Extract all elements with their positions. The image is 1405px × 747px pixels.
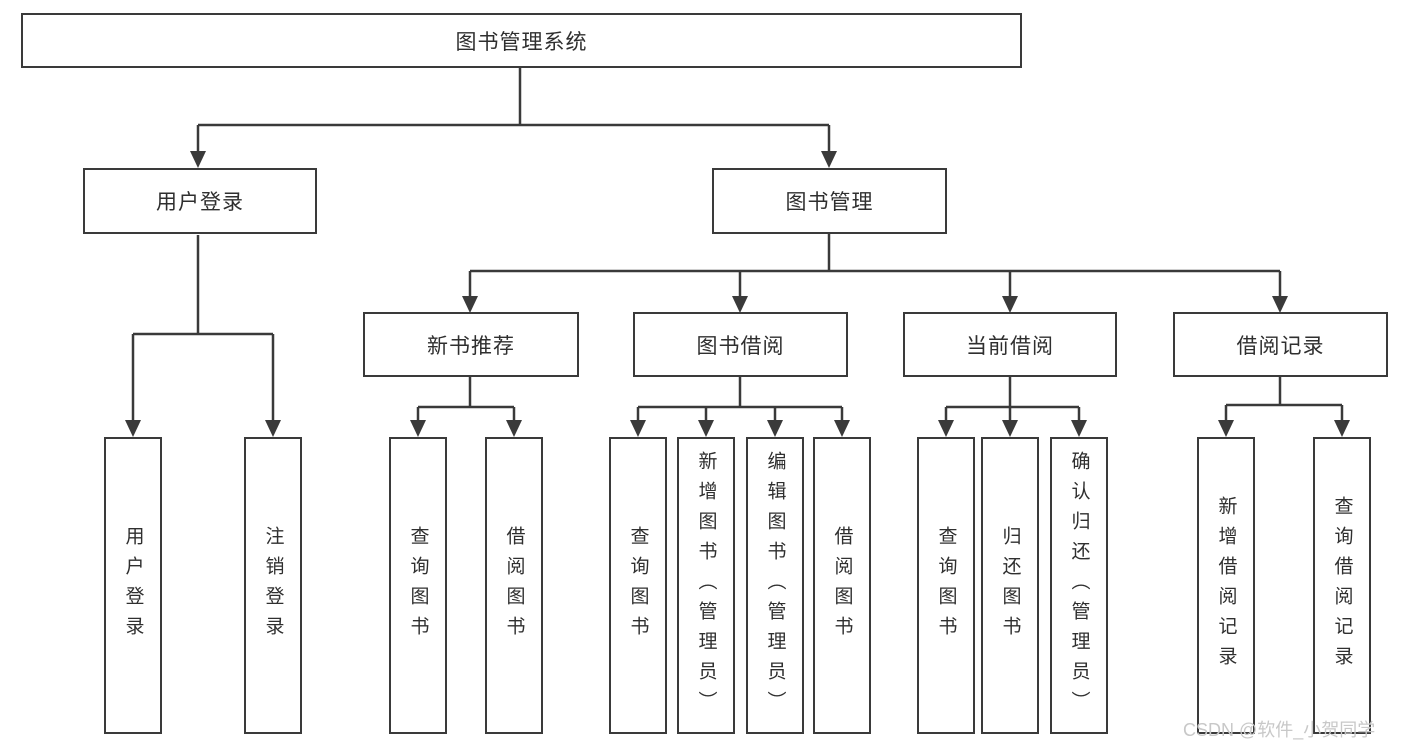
node-leaf-borrow-books-label: 借阅图书 [831,525,853,646]
node-borrowing-records: 借阅记录 [1173,312,1388,377]
node-borrowing-records-label: 借阅记录 [1236,334,1325,358]
node-book-borrowing: 图书借阅 [633,312,848,377]
node-leaf-query-books-recommend-label: 查询图书 [407,525,429,646]
node-leaf-confirm-return-admin-label: 确认归还（管理员） [1068,450,1090,721]
node-book-borrowing-label: 图书借阅 [696,334,785,358]
node-leaf-user-login-label: 用户登录 [122,525,144,646]
node-leaf-add-books-admin-label: 新增图书（管理员） [695,450,717,721]
node-leaf-query-books-current: 查询图书 [917,437,975,734]
node-leaf-logout-label: 注销登录 [262,525,284,646]
node-library-management-system-label: 图书管理系统 [455,30,588,54]
node-leaf-edit-books-admin-label: 编辑图书（管理员） [764,450,786,721]
node-leaf-query-borrow-record-label: 查询借阅记录 [1331,495,1353,676]
node-leaf-add-borrow-record-label: 新增借阅记录 [1215,495,1237,676]
node-new-book-recommendation-label: 新书推荐 [427,334,515,358]
node-user-login-branch: 用户登录 [83,168,317,234]
node-leaf-return-books-label: 归还图书 [999,525,1021,646]
node-current-borrowing: 当前借阅 [903,312,1117,377]
node-leaf-query-borrow-record: 查询借阅记录 [1313,437,1371,734]
node-leaf-logout: 注销登录 [244,437,302,734]
node-leaf-add-borrow-record: 新增借阅记录 [1197,437,1255,734]
node-leaf-query-books-borrowing: 查询图书 [609,437,667,734]
node-leaf-query-books-current-label: 查询图书 [935,525,957,646]
node-library-management-system: 图书管理系统 [21,13,1022,68]
node-user-login-branch-label: 用户登录 [156,191,244,214]
node-leaf-confirm-return-admin: 确认归还（管理员） [1050,437,1108,734]
csdn-watermark: CSDN @软件_小贺同学 [1183,720,1376,740]
node-leaf-add-books-admin: 新增图书（管理员） [677,437,735,734]
node-leaf-query-books-borrowing-label: 查询图书 [627,525,649,646]
node-leaf-borrow-books-recommend-label: 借阅图书 [503,525,525,646]
node-book-management-branch-label: 图书管理 [785,191,874,214]
node-leaf-borrow-books: 借阅图书 [813,437,871,734]
node-leaf-edit-books-admin: 编辑图书（管理员） [746,437,804,734]
node-current-borrowing-label: 当前借阅 [966,334,1054,358]
node-leaf-borrow-books-recommend: 借阅图书 [485,437,543,734]
node-new-book-recommendation: 新书推荐 [363,312,579,377]
node-leaf-query-books-recommend: 查询图书 [389,437,447,734]
node-leaf-user-login: 用户登录 [104,437,162,734]
node-leaf-return-books: 归还图书 [981,437,1039,734]
node-book-management-branch: 图书管理 [712,168,947,234]
